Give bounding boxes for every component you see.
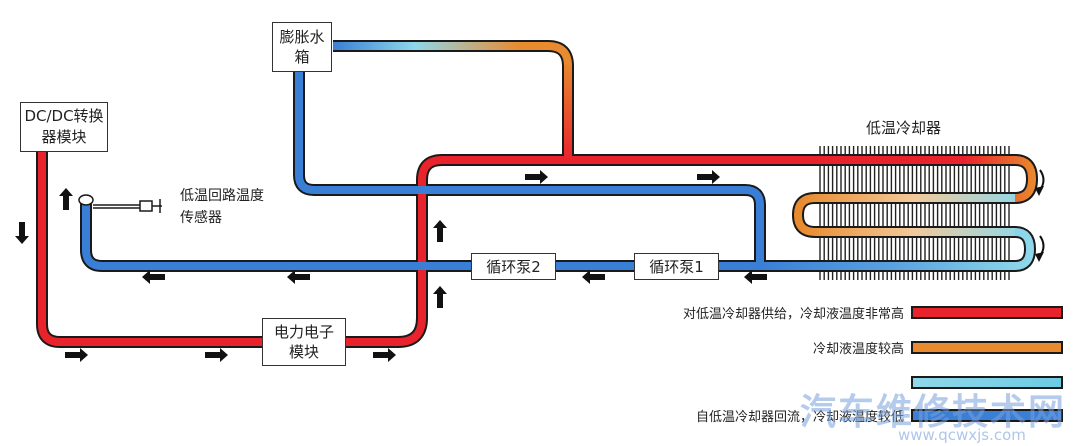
legend-warm-text: 冷却液温度较高: [812, 342, 904, 357]
dcdc-module-box: DC/DC转换器模块: [20, 102, 108, 152]
arrow-down-icon: [15, 222, 29, 244]
expansion-tank-label: 膨胀水箱: [279, 28, 325, 66]
arrow-up-icon: [59, 188, 73, 210]
arrow-up-icon: [433, 286, 447, 308]
hot-pipe: [38, 150, 1015, 346]
cold-return-pipe: [82, 200, 1015, 270]
watermark-logo: 汽车维修技术网: [800, 392, 1067, 433]
flow-arrows: [15, 170, 767, 362]
arrow-right-icon: [205, 348, 228, 362]
expansion-return-pipe: [295, 70, 764, 266]
legend-hot-text: 对低温冷却器供给，冷却液温度非常高: [682, 307, 904, 322]
coil-row-3: [760, 228, 1034, 270]
arrow-right-icon: [525, 170, 548, 184]
arrow-right-icon: [697, 170, 720, 184]
pump2-box: 循环泵2: [471, 253, 556, 280]
legend-hot-bar: [911, 306, 1063, 319]
legend-cold-bar: [911, 409, 1063, 422]
arrow-right-icon: [65, 348, 88, 362]
legend-cool-bar: [911, 376, 1063, 389]
legend-warm-bar: [911, 341, 1063, 354]
pump1-box: 循环泵1: [634, 253, 719, 280]
sensor-label: 低温回路温度传感器: [180, 188, 264, 226]
arrow-left-icon: [142, 270, 165, 284]
cooler-label: 低温冷却器: [866, 119, 942, 137]
arrow-left-icon: [744, 270, 767, 284]
coil-row-2: [794, 194, 1015, 236]
arrow-right-icon: [373, 348, 396, 362]
expansion-tank-box: 膨胀水箱: [272, 22, 332, 72]
cooler-fins: [819, 146, 1010, 280]
arrow-up-icon: [433, 220, 447, 242]
legend-cold-text: 自低温冷却器回流，冷却液温度较低: [695, 410, 904, 425]
dcdc-module-label: DC/DC转换器模块: [24, 107, 104, 146]
power-module-label: 电力电子模块: [273, 323, 334, 361]
temperature-sensor-icon: [78, 194, 162, 213]
pump1-label: 循环泵1: [649, 257, 704, 276]
watermark-url: www.qcwxjs.com: [898, 426, 1026, 444]
arrow-left-icon: [582, 270, 605, 284]
coil-row-1: [800, 156, 1036, 202]
power-module-box: 电力电子模块: [262, 318, 346, 366]
legend-bars: [911, 306, 1063, 422]
arrow-left-icon: [287, 270, 310, 284]
expansion-top-pipe: [333, 42, 572, 67]
pump2-label: 循环泵2: [486, 257, 541, 276]
